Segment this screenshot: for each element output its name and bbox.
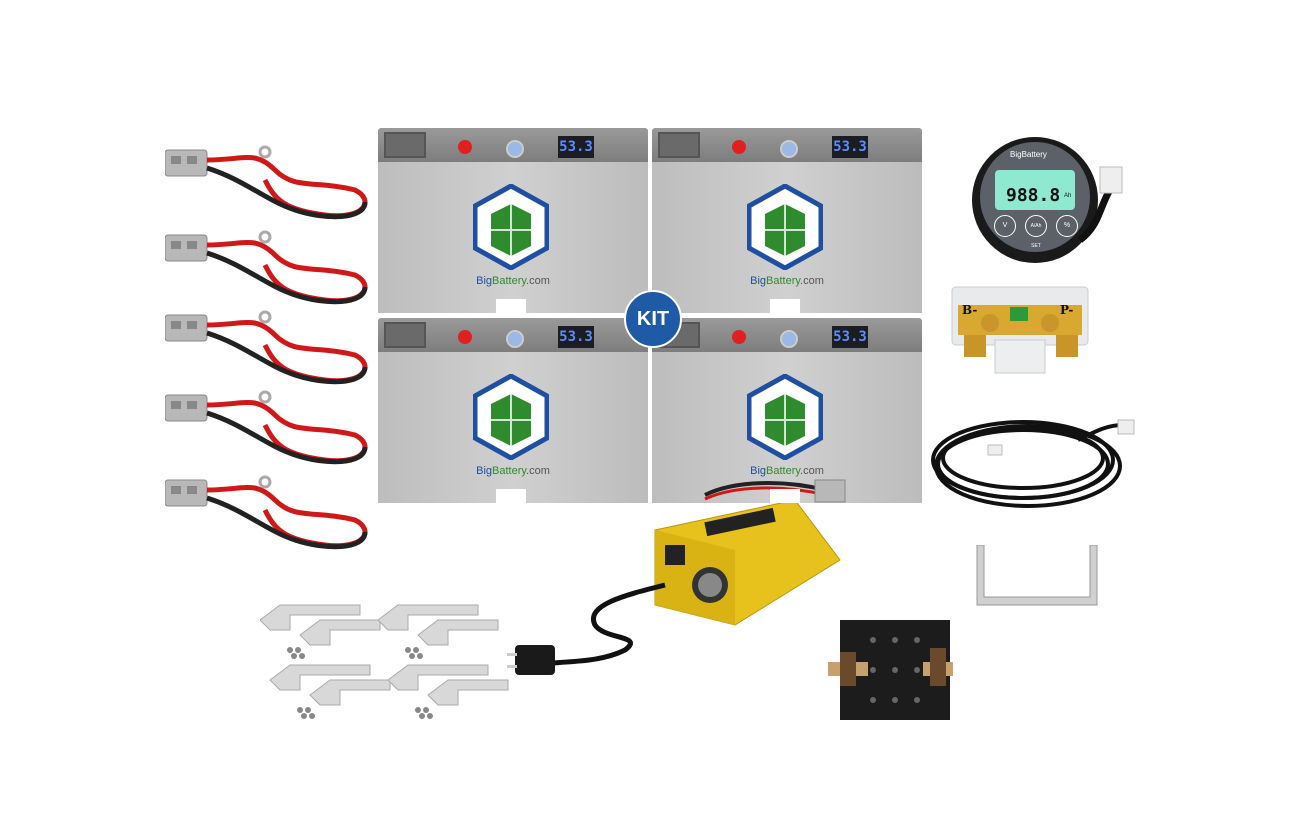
battery-top: 53.3 [652,318,922,352]
handle [384,132,426,158]
voltage-display: 53.3 [832,326,868,348]
bigbattery-logo-icon [473,374,549,460]
mounting-brackets [260,604,509,720]
battery-charger [507,479,846,675]
battery-2: 53.3 BigBattery.com [652,128,922,313]
terminal-icon [732,140,746,154]
battery-top: 53.3 [378,128,648,162]
battery-1: 53.3 BigBattery.com [378,128,648,313]
monitor-button-set: A/Ah SET [1025,215,1047,249]
battery-notch [496,489,526,503]
monitor-button-v: V [994,215,1016,237]
handle [658,132,700,158]
battery-top: 53.3 [652,128,922,162]
power-button-icon [780,140,798,158]
cable-icon [165,232,365,302]
battery-3: 53.3 BigBattery.com [378,318,648,503]
metal-bracket [976,545,1098,606]
bigbattery-logo-icon [473,184,549,270]
cable-icon [165,477,365,547]
kit-badge: KIT [624,290,682,348]
battery-notch [770,299,800,313]
handle [384,322,426,348]
shunt-label-b: B- [962,303,978,317]
brand-label: BigBattery.com [476,275,550,287]
shunt: B- P- [950,285,1090,375]
brand-label: BigBattery.com [750,465,824,477]
battery-monitor: BigBattery 988.8 Ah V A/Ah SET % [970,135,1145,265]
bigbattery-logo-icon [747,184,823,270]
shunt-label-p: P- [1060,303,1074,317]
battery-body: BigBattery.com [378,162,648,313]
battery-top: 53.3 [378,318,648,352]
terminal-icon [458,330,472,344]
communication-cable [931,419,1135,508]
battery-body: BigBattery.com [378,352,648,503]
cable-icon [165,392,365,462]
voltage-display: 53.3 [558,326,594,348]
monitor-unit: Ah [1064,193,1072,199]
terminal-icon [732,330,746,344]
brand-label: BigBattery.com [476,465,550,477]
brand-label: BigBattery.com [750,275,824,287]
voltage-display: 53.3 [832,136,868,158]
mounting-plate [828,620,953,720]
bigbattery-logo-icon [747,374,823,460]
voltage-display: 53.3 [558,136,594,158]
terminal-icon [458,140,472,154]
monitor-button-percent: % [1056,215,1078,237]
battery-4: 53.3 BigBattery.com [652,318,922,503]
cable-icon [165,312,365,382]
power-button-icon [506,330,524,348]
battery-notch [496,299,526,313]
monitor-reading: 988.8 [1006,185,1061,206]
battery-body: BigBattery.com [652,162,922,313]
battery-cables [165,140,375,580]
power-button-icon [780,330,798,348]
battery-notch [770,489,800,503]
battery-body: BigBattery.com [652,352,922,503]
cable-icon [165,147,365,217]
monitor-brand: BigBattery [1010,150,1047,159]
power-button-icon [506,140,524,158]
